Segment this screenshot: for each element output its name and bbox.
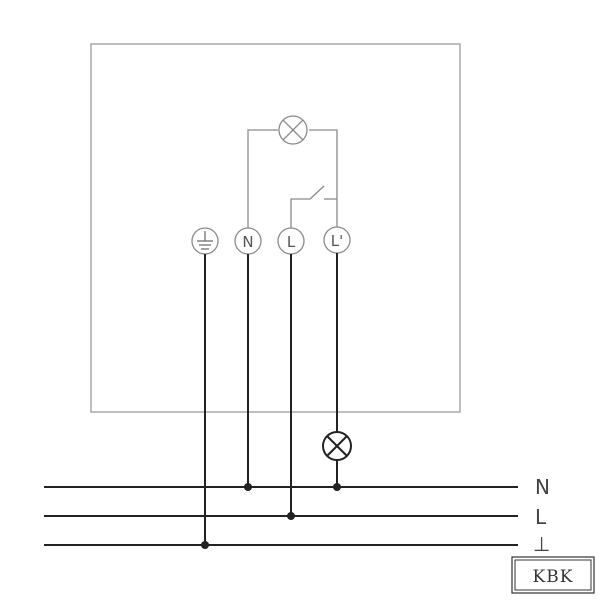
terminal-switched-line: L' (323, 226, 351, 254)
terminal-neutral: N (234, 227, 262, 255)
terminal-line: L (277, 227, 305, 255)
switch-icon (290, 185, 337, 228)
internal-lamp-circuit (247, 115, 338, 229)
terminal-line-label: L (287, 233, 296, 251)
supply-bus (44, 486, 518, 546)
bus-neutral-label: N (535, 475, 550, 499)
junction-dots (201, 483, 341, 549)
bus-line-label: L (535, 505, 547, 529)
terminal-earth (191, 227, 219, 255)
lamp-icon (322, 431, 352, 461)
bus-earth-label: ⊥ (533, 532, 550, 556)
terminal-wires (204, 253, 338, 545)
switch-housing (90, 43, 461, 413)
logo-text: KBK (533, 567, 574, 587)
lamp-icon (278, 115, 308, 145)
junction-dot (287, 512, 295, 520)
earth-icon (197, 231, 213, 250)
terminal-switched-line-label: L' (331, 232, 343, 250)
junction-dot (244, 483, 252, 491)
junction-dot (201, 541, 209, 549)
terminal-neutral-label: N (242, 233, 253, 251)
junction-dot (333, 483, 341, 491)
kbk-logo: KBK (511, 556, 595, 594)
